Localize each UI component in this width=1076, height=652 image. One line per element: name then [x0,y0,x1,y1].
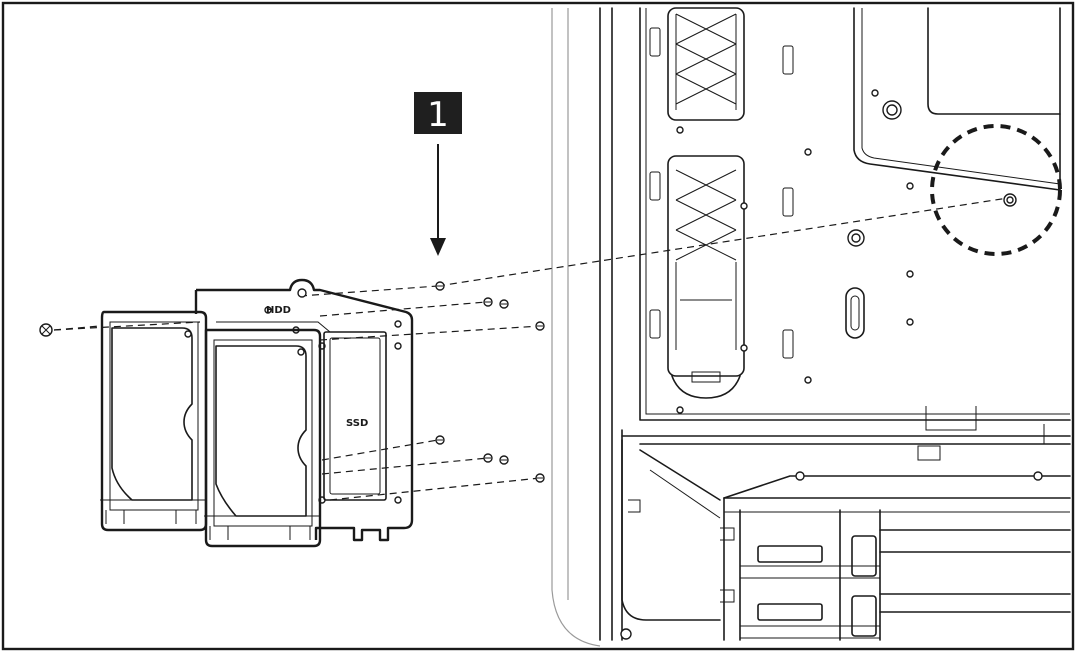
drive-cage [620,471,1071,641]
ssd-label: SSD [346,418,368,429]
dashed-circle-highlight [930,124,1062,256]
step-marker: 1 [414,92,462,256]
screw-icon [499,455,509,465]
hard-drive-rear [204,328,322,548]
hard-drive-front [100,310,208,532]
screw-icon [499,299,509,309]
screw-icon [483,453,493,463]
cable-grommet-upper [667,7,745,121]
screws [39,281,545,483]
mounting-bracket: HDD SSD [194,278,414,542]
tie-slots [649,27,794,359]
guide-lines [53,197,1009,501]
screw-icon [535,321,545,331]
cable-grommet-lower [667,155,745,399]
pc-case [551,7,1071,647]
screw-icon [435,281,445,291]
screw-icon [435,435,445,445]
step-number: 1 [427,95,449,135]
step-number-box [414,92,462,134]
screw-icon [39,323,53,337]
hdd-label: HDD [266,305,291,316]
screw-icon [535,473,545,483]
screw-icon [483,297,493,307]
arrow-down-icon [430,144,446,256]
plate-holes [676,126,1017,414]
